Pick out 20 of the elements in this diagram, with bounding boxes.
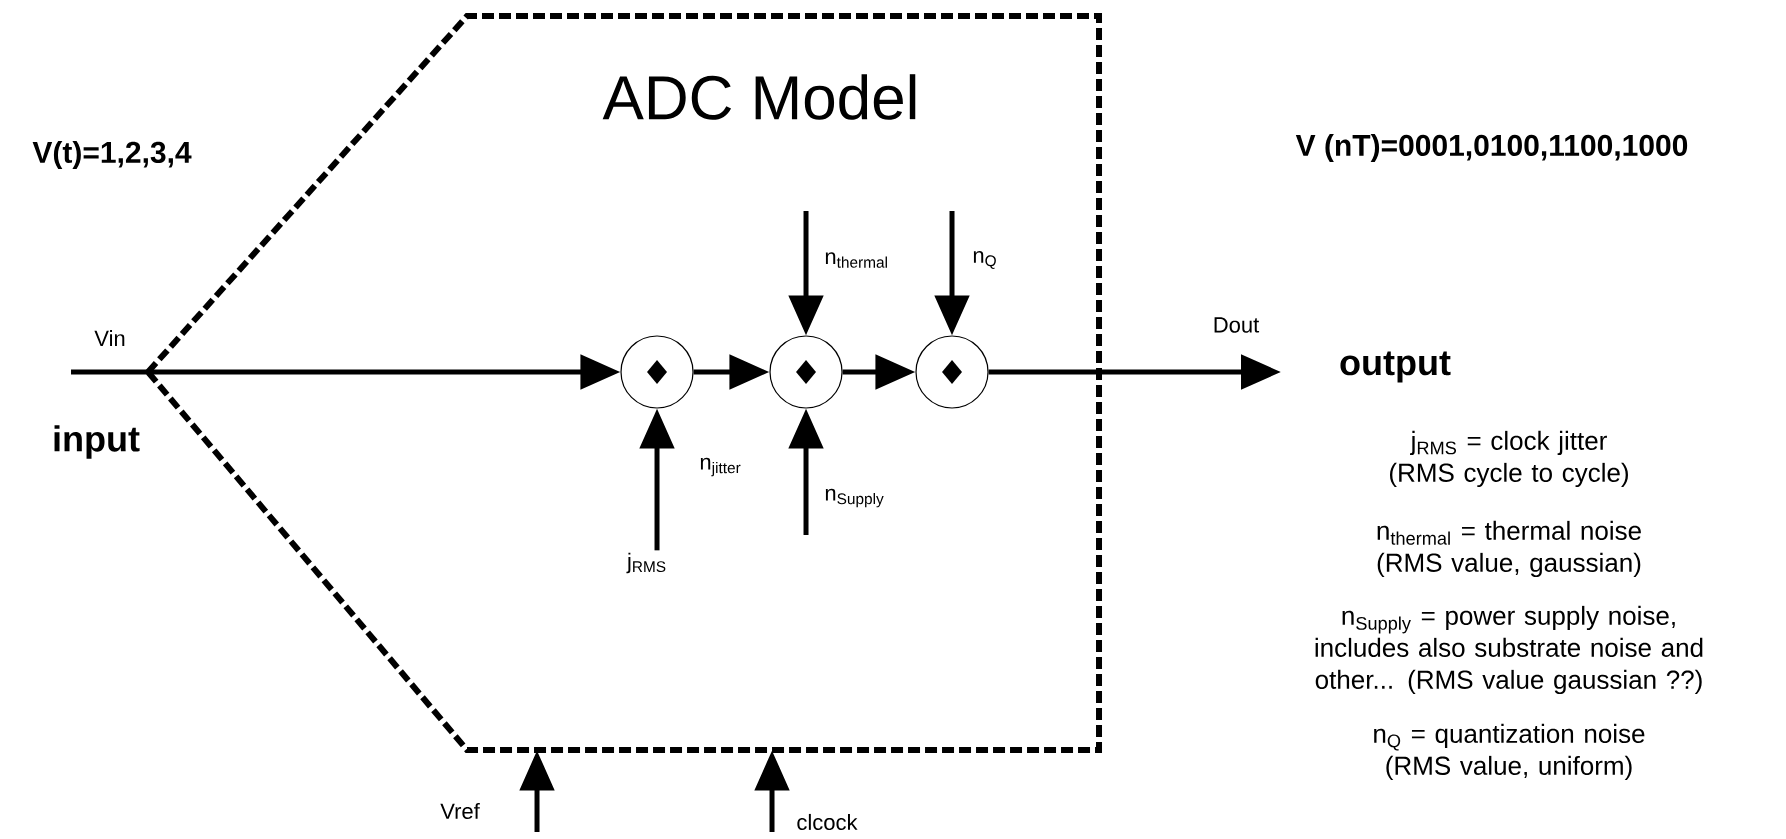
legend-note: n$_{Supply}$ = power supply noise, includes also substrate noise and other... (RMS value gaussian ??): [1315, 605, 1703, 695]
port-label: input: [54, 425, 140, 459]
edge-label: n$_{jitter}$: [700, 457, 741, 477]
summing-node: [915, 335, 989, 409]
summing-node: [620, 335, 694, 409]
signal-value: V(t)=1,2,3,4: [32, 141, 192, 169]
edge-label: Dout: [1214, 317, 1260, 333]
summing-node: [769, 335, 843, 409]
edge-label: n$_{thermal}$: [825, 252, 887, 268]
edge-label: Vref: [440, 802, 480, 820]
port-label: output: [1340, 351, 1451, 383]
legend-note: n$_{Q}$ = quantization noise (RMS value, uniform): [1374, 723, 1645, 781]
signal-value: V (nT)=0001,0100,1100,1000: [1295, 134, 1688, 162]
legend-note: j$_{RMS}$ = clock jitter (RMS cycle to cycle): [1390, 430, 1628, 488]
legend-note: n$_{thermal}$ = thermal noise (RMS value, gaussian): [1377, 520, 1641, 578]
edge-label: n$_{Supply}$: [825, 488, 884, 508]
edge-label: Vin: [94, 330, 125, 346]
edge-label: n$_{Q}$: [973, 251, 996, 269]
signal-label: j$_{RMS}$: [626, 552, 666, 574]
edge-label: clcock: [797, 813, 858, 831]
